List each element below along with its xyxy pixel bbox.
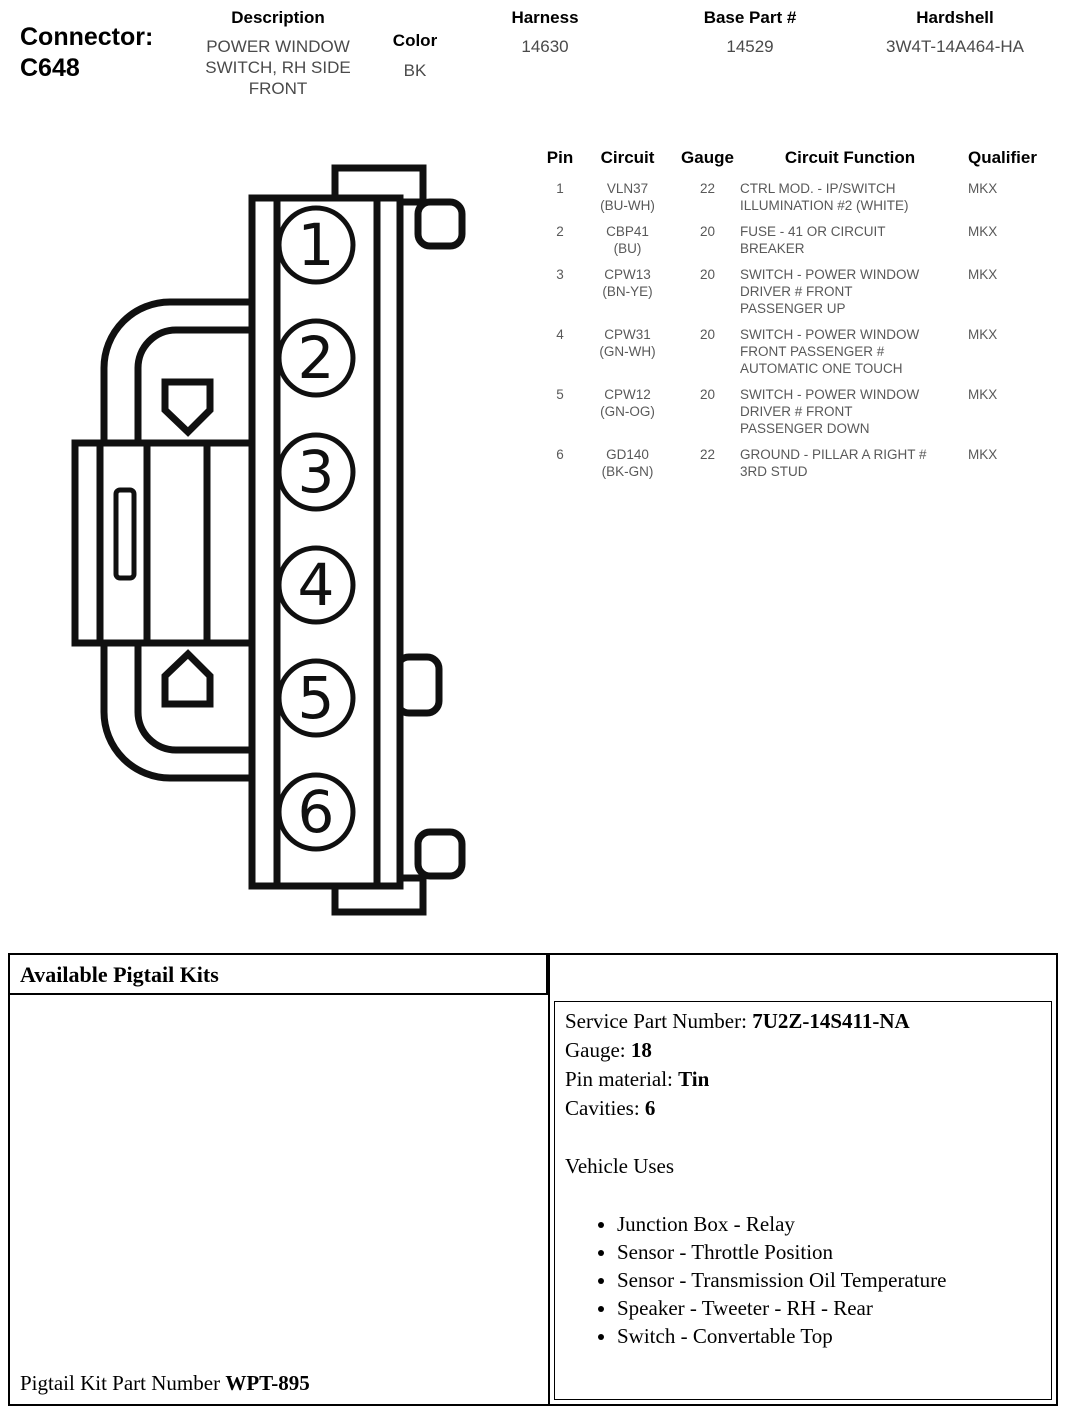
vehicle-uses-list: Junction Box - Relay Sensor - Throttle P… <box>565 1210 1041 1350</box>
top-elbow-inner <box>134 326 252 442</box>
pigtail-kit-part-number: Pigtail Kit Part Number WPT-895 <box>20 1371 310 1395</box>
section-divider <box>548 955 550 1404</box>
color-value: BK <box>403 61 427 80</box>
vehicle-use-item: Switch - Convertable Top <box>617 1322 1041 1350</box>
connector-drawing: 1 2 3 4 5 6 <box>71 164 466 916</box>
gauge-line: Gauge: 18 <box>565 1038 652 1062</box>
top-tab <box>414 198 466 250</box>
harness-header: Harness <box>511 8 579 27</box>
connector-label: Connector: <box>20 23 154 51</box>
circuit-col-header: Circuit <box>600 148 655 167</box>
pin-number-3: 3 <box>298 438 335 506</box>
circuit-cell: GD140 (BK-GN) <box>601 447 654 479</box>
pin-cell: 6 <box>556 447 564 462</box>
table-row: 4 CPW31 (GN-WH) 20 SWITCH - POWER WINDOW… <box>540 326 1068 377</box>
function-cell: SWITCH - POWER WINDOW DRIVER # FRONT PAS… <box>740 267 920 316</box>
qualifier-cell: MKX <box>968 387 998 402</box>
base-part-value: 14529 <box>726 37 774 56</box>
circuit-cell: CPW31 (GN-WH) <box>599 327 656 359</box>
hardshell-header: Hardshell <box>916 8 994 27</box>
pin-number-5: 5 <box>298 664 335 732</box>
qualifier-cell: MKX <box>968 267 998 282</box>
pin-table-header: Pin Circuit Gauge Circuit Function Quali… <box>540 148 1068 168</box>
connector-title: Connector: C648 <box>20 22 153 84</box>
pin-number-1: 1 <box>298 211 335 279</box>
gauge-cell: 20 <box>699 267 716 282</box>
circuit-cell: CBP41 (BU) <box>606 224 649 256</box>
connector-id: C648 <box>20 54 80 82</box>
vehicle-use-item: Speaker - Tweeter - RH - Rear <box>617 1294 1041 1322</box>
pin-col-header: Pin <box>546 148 574 167</box>
pin-cavity-1 <box>276 205 356 285</box>
pigtail-kits-section: Available Pigtail Kits Service Part Numb… <box>8 953 1058 1406</box>
circuit-cell: CPW13 (BN-YE) <box>602 267 653 299</box>
pin-table: Pin Circuit Gauge Circuit Function Quali… <box>540 148 1068 489</box>
pin-cavity-4 <box>276 545 356 625</box>
gauge-col-header: Gauge <box>681 148 734 167</box>
pin-cell: 3 <box>556 267 564 282</box>
function-col-header: Circuit Function <box>784 148 916 167</box>
gauge-cell: 20 <box>699 387 716 402</box>
qualifier-cell: MKX <box>968 181 998 196</box>
pin-cavity-2 <box>276 318 356 398</box>
bottom-elbow-outer <box>100 644 252 782</box>
circuit-cell: CPW12 (GN-OG) <box>600 387 655 419</box>
table-row: 3 CPW13 (BN-YE) 20 SWITCH - POWER WINDOW… <box>540 266 1068 317</box>
pin-cavity-5 <box>276 658 356 738</box>
description-value: POWER WINDOW SWITCH, RH SIDE FRONT <box>205 37 351 98</box>
vehicle-use-item: Sensor - Throttle Position <box>617 1238 1041 1266</box>
bottom-elbow-inner <box>134 644 252 754</box>
harness-value: 14630 <box>521 37 569 56</box>
qualifier-cell: MKX <box>968 327 998 342</box>
vehicle-uses-title: Vehicle Uses <box>565 1154 675 1178</box>
pin-number-4: 4 <box>298 551 335 619</box>
qualifier-cell: MKX <box>968 447 998 462</box>
gauge-cell: 20 <box>699 327 716 342</box>
pin-number-2: 2 <box>298 324 335 392</box>
qualifier-col-header: Qualifier <box>968 148 1037 167</box>
gauge-cell: 20 <box>699 224 716 239</box>
pin-number-6: 6 <box>298 778 335 846</box>
hardshell-value: 3W4T-14A464-HA <box>886 37 1024 56</box>
connector-diagram: 1 2 3 4 5 6 <box>70 160 470 920</box>
top-elbow-outer <box>100 298 252 442</box>
bottom-tab <box>414 828 466 880</box>
table-row: 2 CBP41 (BU) 20 FUSE - 41 OR CIRCUIT BRE… <box>540 223 1068 257</box>
vehicle-use-item: Junction Box - Relay <box>617 1210 1041 1238</box>
function-cell: SWITCH - POWER WINDOW DRIVER # FRONT PAS… <box>740 387 920 436</box>
service-part-number: Service Part Number: 7U2Z-14S411-NA <box>565 1009 910 1033</box>
vehicle-use-item: Sensor - Transmission Oil Temperature <box>617 1266 1041 1294</box>
function-cell: FUSE - 41 OR CIRCUIT BREAKER <box>740 224 886 256</box>
connector-body <box>143 439 257 647</box>
table-row: 6 GD140 (BK-GN) 22 GROUND - PILLAR A RIG… <box>540 446 1068 480</box>
pin-cell: 2 <box>556 224 564 239</box>
top-latch-notch <box>161 378 214 437</box>
pin-cell: 1 <box>556 181 564 196</box>
color-header: Color <box>392 31 438 50</box>
pin-cell: 5 <box>556 387 564 402</box>
function-cell: CTRL MOD. - IP/SWITCH ILLUMINATION #2 (W… <box>740 181 909 213</box>
function-cell: SWITCH - POWER WINDOW FRONT PASSENGER # … <box>740 327 920 376</box>
description-header: Description <box>231 8 325 27</box>
circuit-cell: VLN37 (BU-WH) <box>600 181 655 213</box>
base-part-header: Base Part # <box>703 8 797 27</box>
function-cell: GROUND - PILLAR A RIGHT # 3RD STUD <box>740 447 927 479</box>
gauge-cell: 22 <box>699 181 716 196</box>
pin-material-line: Pin material: Tin <box>565 1067 710 1091</box>
qualifier-cell: MKX <box>968 224 998 239</box>
bottom-latch-notch <box>161 649 214 708</box>
cavities-line: Cavities: 6 <box>565 1096 656 1120</box>
service-part-panel: Service Part Number: 7U2Z-14S411-NA Gaug… <box>554 1001 1052 1400</box>
bracket-slot <box>113 487 137 581</box>
pin-cell: 4 <box>556 327 564 342</box>
pin-cavity-3 <box>276 432 356 512</box>
table-row: 1 VLN37 (BU-WH) 22 CTRL MOD. - IP/SWITCH… <box>540 180 1068 214</box>
table-row: 5 CPW12 (GN-OG) 20 SWITCH - POWER WINDOW… <box>540 386 1068 437</box>
gauge-cell: 22 <box>699 447 716 462</box>
pigtail-kits-title: Available Pigtail Kits <box>10 955 548 995</box>
pin-cavity-6 <box>276 772 356 852</box>
